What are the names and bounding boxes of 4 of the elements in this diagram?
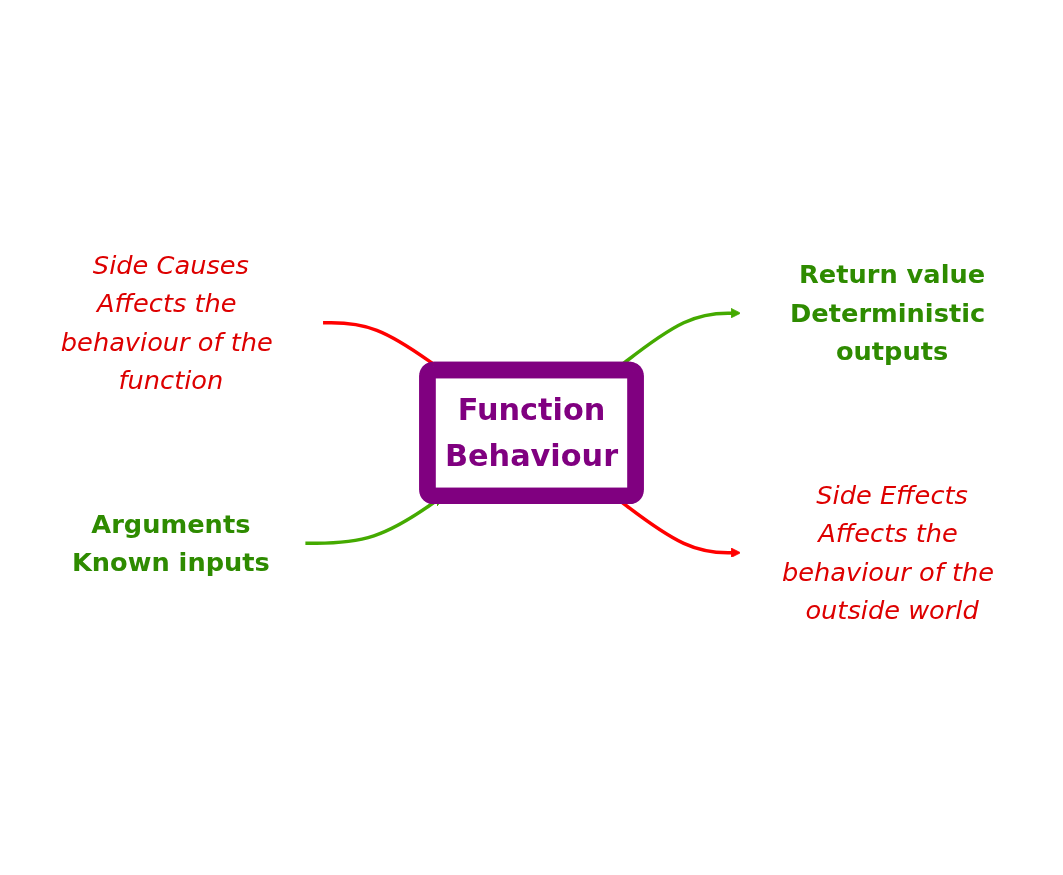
node-text: Arguments Known inputs [71,509,270,577]
node-text: Side Causes Affects the behaviour of the function [60,250,273,395]
node-text: Side Effects Affects the behaviour of the outside world [782,480,995,625]
node-text: Return value Deterministic outputs [790,259,986,366]
